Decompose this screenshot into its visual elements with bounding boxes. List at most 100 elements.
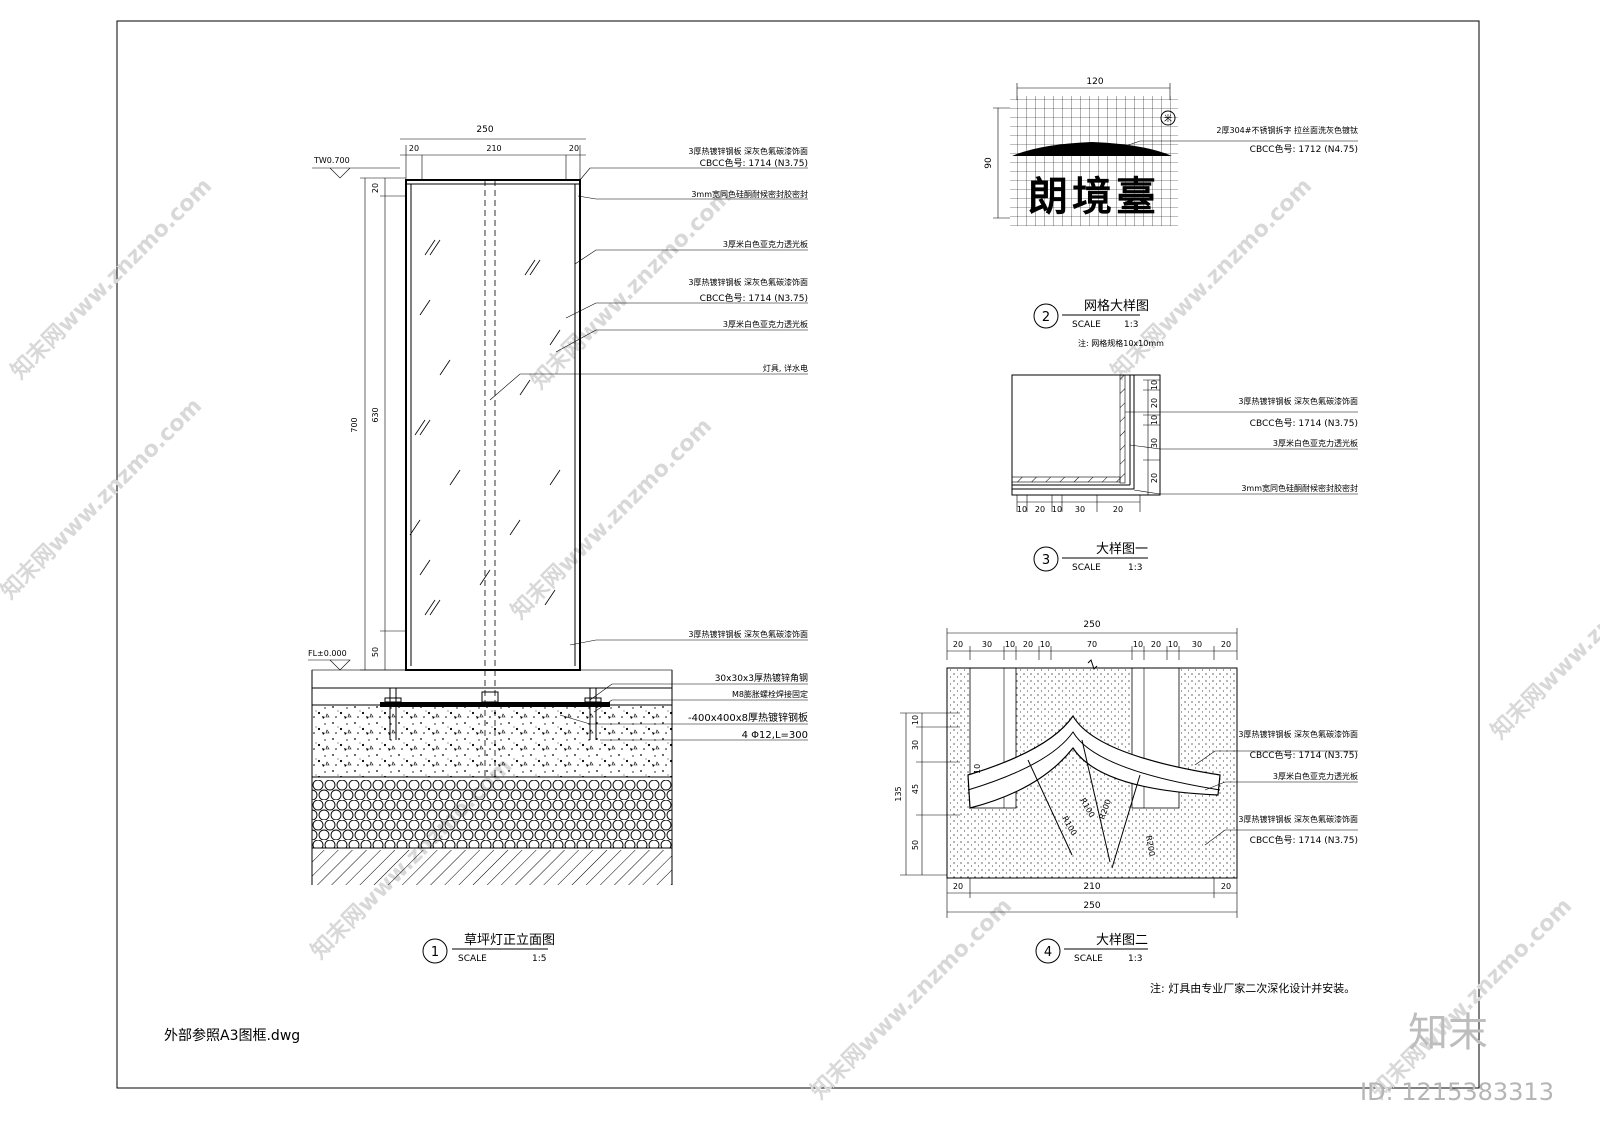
drawing-number: 3 <box>1042 553 1050 568</box>
callout-text: 3厚米白色亚克力透光板 <box>723 319 808 329</box>
watermark-text: 知末网www.znzmo.com <box>1366 893 1577 1104</box>
dim-text: 30 <box>1075 505 1085 514</box>
dim-text: 700 <box>350 417 359 432</box>
dim-text: 10 <box>1052 505 1062 514</box>
drawing-title: 大样图二 <box>1096 933 1148 948</box>
dim-text: 90 <box>984 157 994 169</box>
dim-text: 50 <box>371 647 380 657</box>
dim-text: 20 <box>1113 505 1123 514</box>
dim-text: 135 <box>894 786 903 801</box>
dim-text: 10 <box>1168 640 1178 649</box>
drawing-title: 草坪灯正立面图 <box>464 933 555 948</box>
dim-text: 250 <box>1083 620 1100 630</box>
callout-text: 3厚热镀锌钢板 深灰色氟碳漆饰面 <box>1238 814 1358 824</box>
scale-value: 1:3 <box>1124 320 1138 330</box>
callout-text: 3厚热镀锌钢板 深灰色氟碳漆饰面 <box>688 277 808 287</box>
dim-text: 20 <box>1151 640 1161 649</box>
grid-note: 注: 网格规格10x10mm <box>1078 338 1164 348</box>
scale-value: 1:3 <box>1128 563 1142 573</box>
callout-text: -400x400x8厚热镀锌钢板 <box>688 711 808 724</box>
radius-label: R200 <box>1144 835 1156 857</box>
drawing-number: 2 <box>1042 310 1050 325</box>
dim-text: 10 <box>1133 640 1143 649</box>
dim-text: 50 <box>911 840 920 850</box>
callout-text: 3厚米白色亚克力透光板 <box>723 239 808 249</box>
dim-text: 70 <box>1087 640 1097 649</box>
watermark-text: 知末网www.znzmo.com <box>526 183 737 394</box>
dim-text: 20 <box>1150 398 1159 408</box>
level-top: TW0.700 <box>313 156 350 165</box>
panel-label: 10 <box>973 764 982 774</box>
scale-label: SCALE <box>1072 563 1101 573</box>
drawing-title: 网格大样图 <box>1084 298 1149 314</box>
dim-text: 20 <box>953 882 963 891</box>
dim-text: 20 <box>1221 882 1231 891</box>
dim-text: 20 <box>409 144 419 153</box>
callout-text: 2厚304#不锈钢拆字 拉丝面洗灰色镀钛 <box>1216 125 1358 135</box>
scale-label: SCALE <box>458 954 487 964</box>
xref-file-name: 外部参照A3图框.dwg <box>164 1027 300 1044</box>
logo-text: 朗境臺 <box>1028 173 1160 220</box>
callout-text: CBCC色号: 1714 (N3.75) <box>1250 417 1358 429</box>
dim-text: 120 <box>1086 77 1103 87</box>
dim-text: 45 <box>911 784 920 794</box>
dim-text: 250 <box>1083 901 1100 911</box>
dim-text: 30 <box>982 640 992 649</box>
callout-text: 3mm宽同色硅酮耐候密封胶密封 <box>1241 483 1358 493</box>
callout-text: M8膨胀螺栓焊接固定 <box>732 689 808 699</box>
dim-text: 20 <box>1150 473 1159 483</box>
level-bottom: FL±0.000 <box>308 649 347 658</box>
callout-text: 灯具, 详水电 <box>763 363 808 373</box>
dim-text: 630 <box>371 407 380 422</box>
dim-text: 20 <box>953 640 963 649</box>
dim-text: 10 <box>1017 505 1027 514</box>
callout-text: 4 Φ12,L=300 <box>742 730 808 741</box>
dim-text: 20 <box>371 183 380 193</box>
drawing-title: 大样图一 <box>1096 542 1148 557</box>
watermark-text: 知末网www.znzmo.com <box>6 173 217 384</box>
dim-text: 10 <box>1150 415 1159 425</box>
asset-id: ID: 1215383313 <box>1360 1078 1554 1106</box>
callout-text: 3厚热镀锌钢板 深灰色氟碳漆饰面 <box>1238 396 1358 406</box>
dim-text: 250 <box>476 125 493 135</box>
callout-text: CBCC色号: 1712 (N4.75) <box>1250 143 1358 155</box>
brand-logo: 知末 <box>1408 1010 1488 1056</box>
callout-text: CBCC色号: 1714 (N3.75) <box>700 157 808 169</box>
drawing-3-detail-1: 10 20 10 30 20 10 20 10 30 20 3厚热镀锌钢板 深灰… <box>1011 374 1358 573</box>
dim-text: 30 <box>1150 438 1159 448</box>
dim-text: 10 <box>1005 640 1015 649</box>
callout-text: CBCC色号: 1714 (N3.75) <box>1250 834 1358 846</box>
callout-text: 30x30x3厚热镀锌角钢 <box>715 672 808 684</box>
drawing-2-grid-detail: 120 90 米 朗境臺 2厚304#不锈钢拆字 拉丝面洗灰色镀钛 CBCC色号… <box>984 77 1358 348</box>
drawing-number: 1 <box>431 945 439 960</box>
dim-text: 30 <box>911 740 920 750</box>
drawing-4-detail-2: 250 20 30 10 20 10 70 10 20 10 30 20 <box>894 620 1358 964</box>
scale-value: 1:3 <box>1128 954 1142 964</box>
callout-text: 3厚米白色亚克力透光板 <box>1273 771 1358 781</box>
general-note: 注: 灯具由专业厂家二次深化设计并安装。 <box>1150 981 1355 995</box>
svg-text:米: 米 <box>1164 113 1172 123</box>
callout-text: 3厚热镀锌钢板 深灰色氟碳漆饰面 <box>1238 729 1358 739</box>
dim-text: 20 <box>1035 505 1045 514</box>
callout-text: CBCC色号: 1714 (N3.75) <box>1250 749 1358 761</box>
callout-text: 3厚米白色亚克力透光板 <box>1273 438 1358 448</box>
watermark-text: 知末网www.znzmo.com <box>806 893 1017 1104</box>
scale-label: SCALE <box>1074 954 1103 964</box>
scale-value: 1:5 <box>532 954 546 964</box>
dim-text: 210 <box>1083 882 1100 892</box>
callout-text: 3厚热镀锌钢板 深灰色氟碳漆饰面 <box>688 146 808 156</box>
dim-text: 10 <box>1040 640 1050 649</box>
dim-text: 30 <box>1192 640 1202 649</box>
watermark-text: 知末网www.znzmo.com <box>1486 533 1600 744</box>
watermark-text: 知末网www.znzmo.com <box>506 413 717 624</box>
dim-text: 20 <box>569 144 579 153</box>
dim-text: 10 <box>1150 380 1159 390</box>
watermark-text: 知末网www.znzmo.com <box>0 393 207 604</box>
sheet-frame <box>116 20 1480 1089</box>
callout-text: CBCC色号: 1714 (N3.75) <box>700 292 808 304</box>
drawing-1-elevation: 250 20 210 20 TW0.700 FL±0.000 20 700 63… <box>308 125 808 964</box>
scale-label: SCALE <box>1072 320 1101 330</box>
callout-text: 3厚热镀锌钢板 深灰色氟碳漆饰面 <box>688 629 808 639</box>
callout-text: 3mm宽同色硅酮耐候密封胶密封 <box>691 189 808 199</box>
